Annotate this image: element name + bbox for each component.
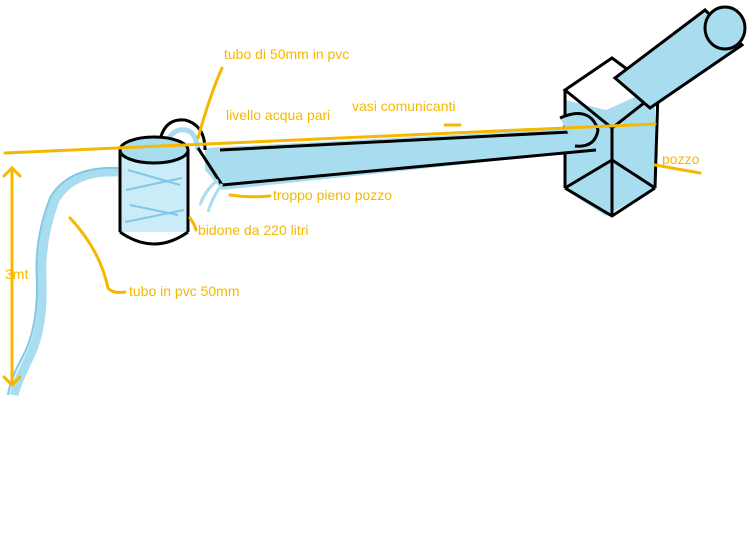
- connecting-pipe-bottom-edge: [221, 148, 597, 187]
- overflow-drips: [198, 178, 224, 213]
- upper-pipe-opening: [703, 5, 747, 51]
- inlet-pipe-water: [165, 127, 201, 151]
- connecting-pipe-elbow-right: [559, 112, 600, 148]
- inlet-pipe-curve: [158, 118, 207, 151]
- descending-pipe-outline: [7, 166, 119, 396]
- height-arrow-top-head: [2, 165, 22, 178]
- tank: [118, 135, 190, 246]
- upper-pipe: [612, 5, 747, 110]
- tank-bottom: [119, 230, 189, 246]
- leader-well: [653, 163, 702, 175]
- label-water-level: livello acqua pari: [226, 107, 331, 123]
- well-bottom-edge: [564, 186, 656, 218]
- well-bottom-back-edge: [564, 158, 656, 190]
- label-height: 3mt: [5, 266, 29, 282]
- water-level-line: [3, 122, 657, 155]
- leader-well-overflow: [228, 193, 272, 199]
- connecting-pipe: [205, 112, 600, 190]
- leader-tube-bottom: [68, 216, 127, 294]
- label-tube-bottom: tubo in pvc 50mm: [129, 283, 240, 299]
- label-well-overflow: troppo pieno pozzo: [273, 187, 393, 203]
- tank-water-hatch: [124, 169, 185, 223]
- inlet-pipe-side: [196, 147, 224, 186]
- leader-tank: [188, 216, 198, 232]
- tank-inlet-pipe: [158, 118, 224, 186]
- label-tank: bidone da 220 litri: [198, 222, 309, 238]
- annotation-lines: [2, 66, 702, 388]
- descending-pipe-water: [9, 167, 119, 397]
- connecting-pipe-water: [205, 128, 598, 190]
- label-well: pozzo: [662, 151, 700, 167]
- tank-top: [118, 135, 190, 165]
- label-connected-vessels: vasi comunicanti: [352, 98, 456, 114]
- connecting-pipe-top-edge: [219, 130, 571, 152]
- height-arrow-bottom-head: [2, 375, 22, 388]
- descending-pipe: [7, 166, 119, 397]
- leader-tube-top: [196, 66, 224, 140]
- label-tube-top: tubo di 50mm in pvc: [224, 46, 350, 62]
- well-edge-right: [653, 91, 660, 189]
